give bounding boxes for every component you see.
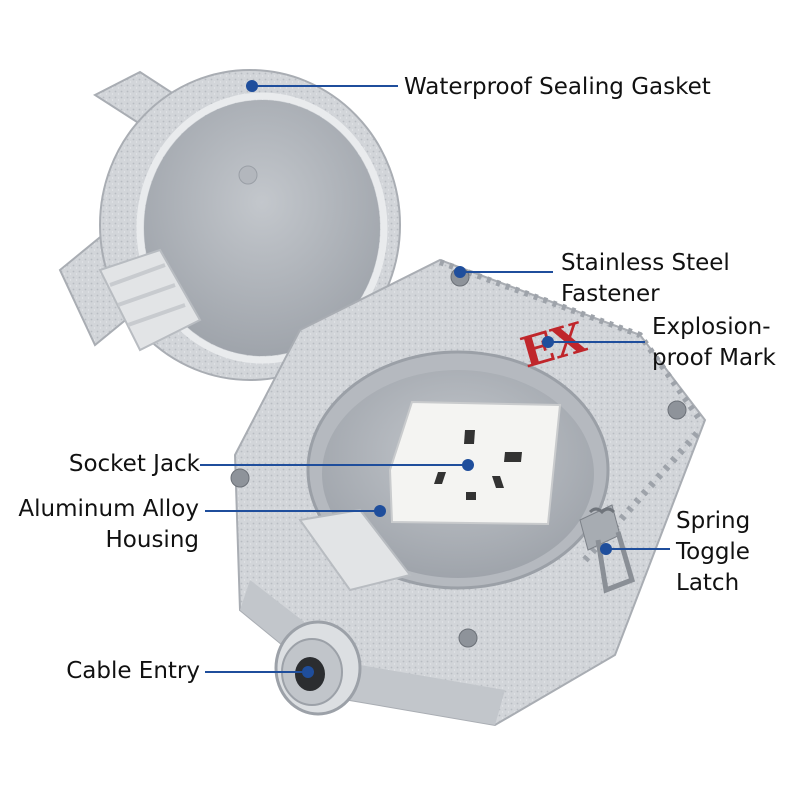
spring-toggle-latch xyxy=(579,504,636,594)
callout-housing-line-2: Housing xyxy=(105,527,200,553)
dot-housing xyxy=(374,505,386,517)
cable-gland xyxy=(274,620,362,716)
callout-latch-line-3: Latch xyxy=(676,570,740,596)
callout-housing-line-1: Aluminum Alloy xyxy=(18,496,199,522)
dot-cable xyxy=(302,666,314,678)
callout-latch-line-2: Toggle xyxy=(676,539,750,565)
cooling-fins-top xyxy=(438,259,703,422)
stainless-screws xyxy=(230,267,687,648)
callout-housing: Aluminum Alloy Housing xyxy=(6,494,199,556)
callout-fastener-line-1: Stainless Steel xyxy=(561,250,730,276)
callout-latch-line-1: Spring xyxy=(676,508,751,534)
callout-socket: Socket Jack xyxy=(40,449,200,480)
socket-jack xyxy=(388,400,562,526)
dot-mark xyxy=(542,336,554,348)
callout-mark: Explosion- proof Mark xyxy=(652,312,776,374)
dot-socket xyxy=(462,459,474,471)
callout-gasket: Waterproof Sealing Gasket xyxy=(404,72,711,103)
callout-latch: Spring Toggle Latch xyxy=(676,506,750,599)
callout-socket-line: Socket Jack xyxy=(68,451,200,477)
callout-gasket-line: Waterproof Sealing Gasket xyxy=(404,74,711,100)
dot-fastener xyxy=(454,266,466,278)
callout-cable: Cable Entry xyxy=(40,656,200,687)
callout-fastener: Stainless Steel Fastener xyxy=(561,248,730,310)
leader-lines xyxy=(200,85,670,673)
callout-cable-line: Cable Entry xyxy=(66,658,200,684)
cooling-fins-side xyxy=(582,427,703,563)
leader-dots xyxy=(246,80,612,678)
sealing-gasket-ring xyxy=(136,92,388,364)
callout-mark-line-1: Explosion- xyxy=(652,314,771,340)
dot-latch xyxy=(600,543,612,555)
callout-mark-line-2: proof Mark xyxy=(652,345,776,371)
dot-gasket xyxy=(246,80,258,92)
callout-fastener-line-2: Fastener xyxy=(561,281,660,307)
hinged-cover xyxy=(58,69,401,393)
